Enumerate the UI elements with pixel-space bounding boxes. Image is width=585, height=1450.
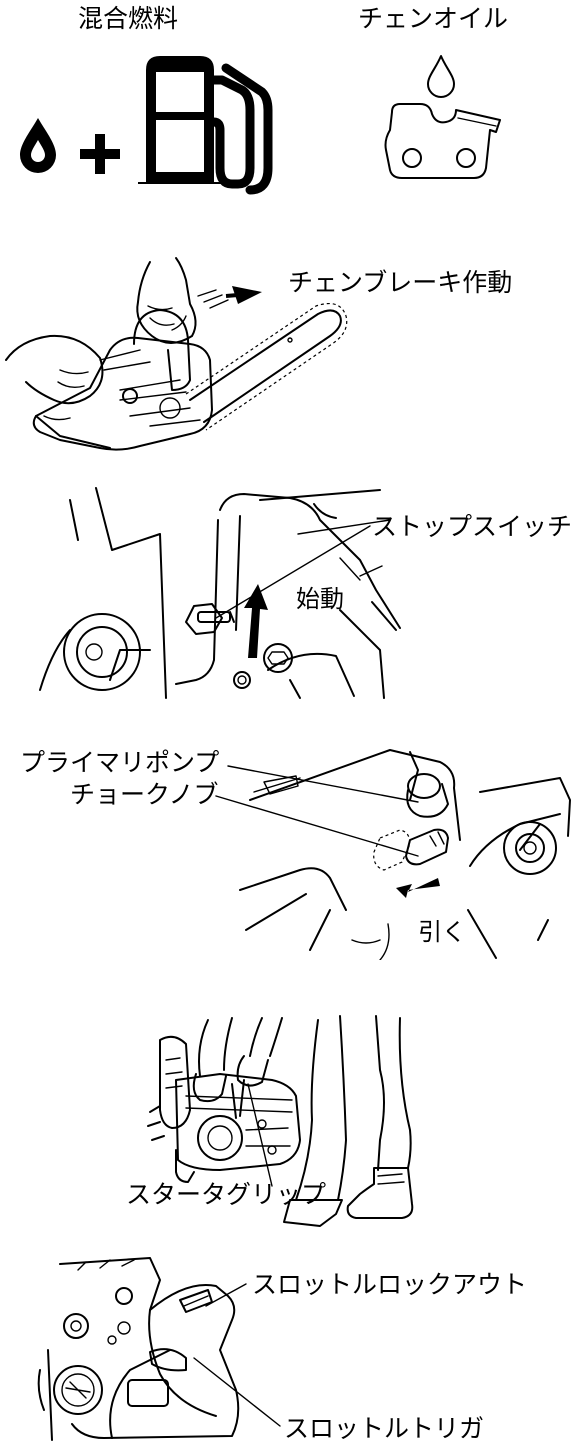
guide-bar (189, 309, 342, 423)
fuel-pump-icon (138, 56, 273, 195)
choke-panel: プライマリポンプ チョークノブ 引く (0, 740, 585, 960)
fuel-oil-illustration (20, 55, 501, 195)
choke-illustration (215, 749, 571, 960)
chain-brake-label: チェンブレーキ作動 (288, 268, 513, 297)
mixed-fuel-label: 混合燃料 (78, 4, 179, 33)
fuel-oil-panel: 混合燃料 チェンオイル (0, 0, 585, 200)
stop-switch-illustration (39, 487, 401, 699)
primer-pump-label: プライマリポンプ (20, 748, 220, 777)
chain-brake-illustration (5, 257, 348, 451)
starter-illustration (147, 1015, 414, 1227)
chain-brake-panel: チェンブレーキ作動 (0, 240, 585, 460)
start-label: 始動 (296, 585, 344, 613)
pull-label: 引く (418, 918, 466, 946)
start-arrow-icon (244, 584, 268, 658)
primer-pump-icon (406, 773, 449, 818)
starter-panel: スタータグリップ (0, 1000, 585, 1240)
choke-knob-icon (373, 828, 449, 871)
throttle-trigger-label: スロットルトリガ (284, 1414, 485, 1443)
chain-link-icon (384, 103, 501, 179)
pull-arrow-icon (396, 878, 440, 898)
throttle-lockout-icon (179, 1289, 213, 1313)
chain-oil-label: チェンオイル (358, 4, 509, 33)
throttle-panel: スロットルロックアウト スロットルトリガ (0, 1240, 585, 1450)
throttle-lockout-label: スロットルロックアウト (252, 1270, 528, 1299)
brake-motion-arrow-icon (197, 286, 262, 309)
stop-switch-label: ストップスイッチ (372, 512, 573, 541)
throttle-illustration (37, 1257, 281, 1441)
starter-grip-label: スタータグリップ (126, 1180, 327, 1209)
oil-drop-icon (427, 55, 455, 98)
throttle-trigger-icon (149, 1348, 187, 1372)
choke-knob-label: チョークノブ (70, 780, 219, 809)
stop-switch-panel: ストップスイッチ 始動 (0, 480, 585, 700)
stop-switch-icon (185, 603, 235, 635)
